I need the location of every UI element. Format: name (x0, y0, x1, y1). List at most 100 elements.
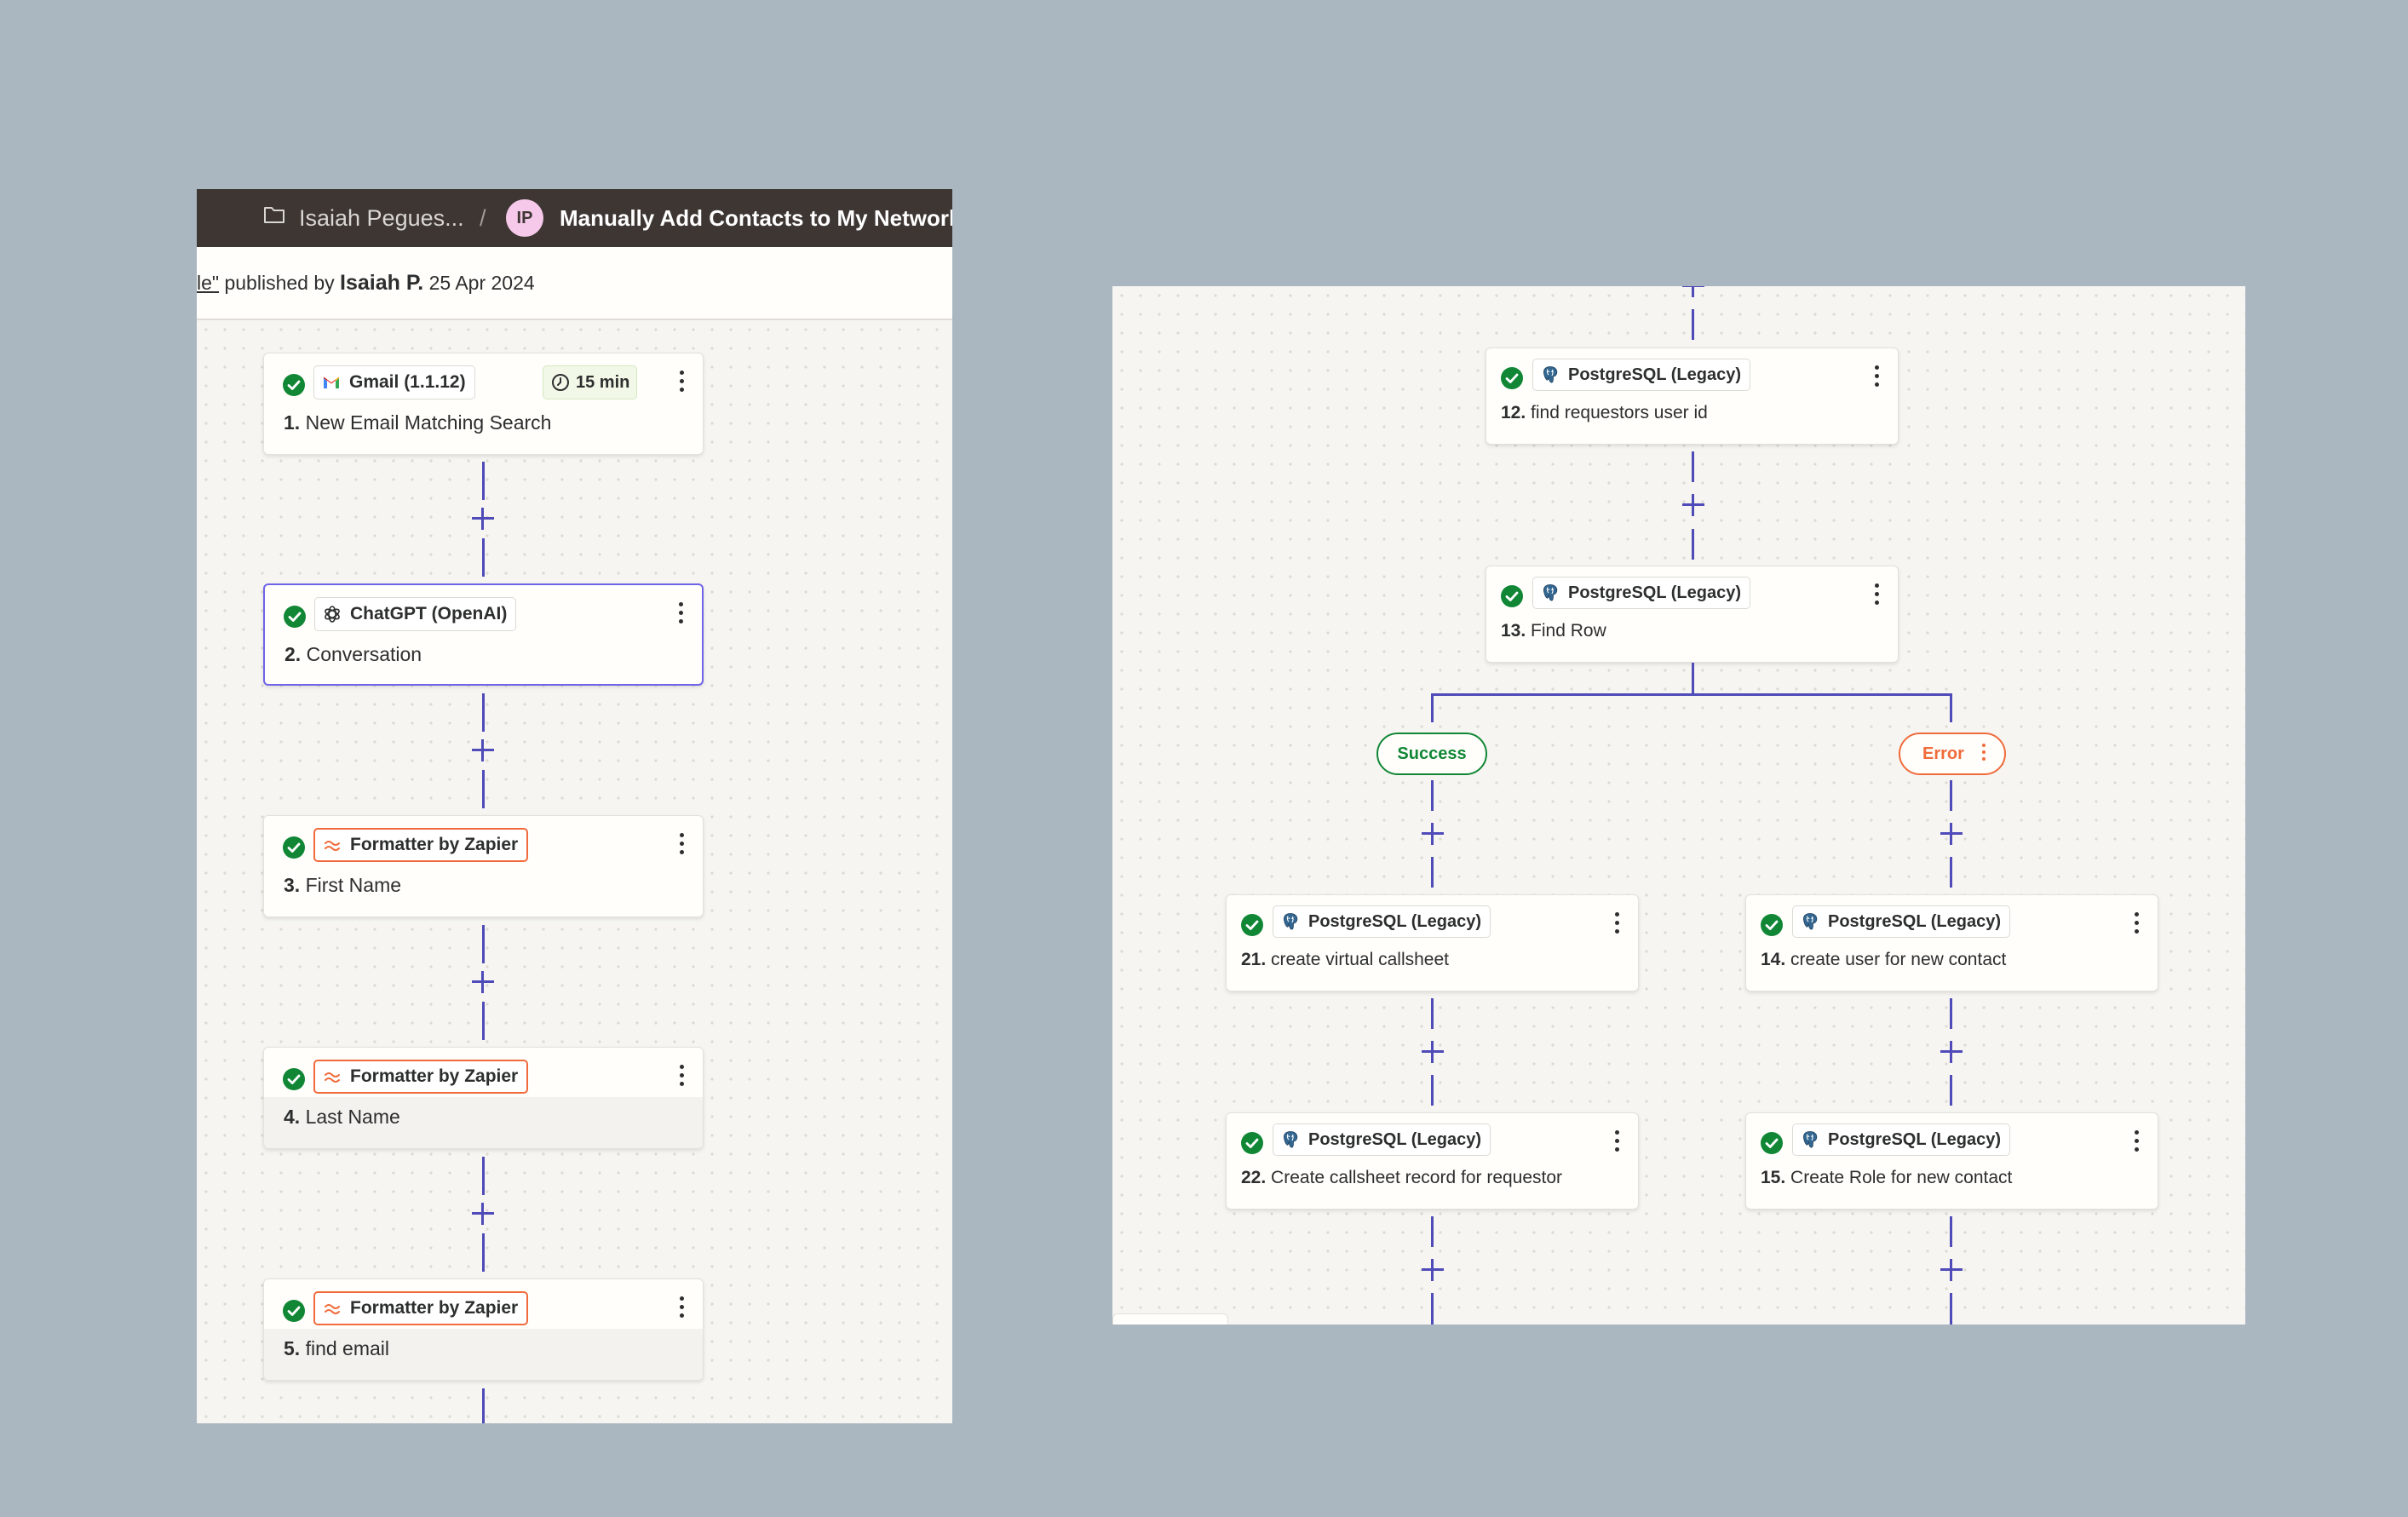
app-name: PostgreSQL (Legacy) (1828, 1129, 2002, 1149)
add-step-icon[interactable] (1682, 494, 1704, 516)
more-options-icon[interactable] (2132, 912, 2141, 938)
avatar[interactable]: IP (506, 199, 543, 237)
add-step-icon[interactable] (472, 1203, 494, 1225)
connector-line (1950, 693, 1952, 722)
step-title: 5. find email (284, 1337, 390, 1359)
app-name: PostgreSQL (Legacy) (1568, 583, 1742, 602)
publish-info-bar: le" published by Isaiah P. 25 Apr 2024 (197, 247, 952, 320)
formatter-icon (325, 841, 340, 851)
gmail-icon (324, 376, 339, 388)
more-options-icon[interactable] (1872, 365, 1881, 391)
step-card-13[interactable]: PostgreSQL (Legacy) 13. Find Row (1486, 566, 1899, 663)
more-options-icon[interactable] (676, 602, 685, 628)
add-step-icon[interactable] (1940, 823, 1963, 845)
formatter-icon (325, 1072, 340, 1083)
right-editor-panel: PostgreSQL (Legacy) 12. find requestors … (1112, 286, 2245, 1325)
add-step-icon[interactable] (1940, 1259, 1963, 1281)
connector-line (482, 1233, 485, 1272)
publish-date: 25 Apr 2024 (428, 272, 535, 294)
step-card-3[interactable]: Formatter by Zapier 3. First Name (263, 815, 704, 917)
add-step-icon[interactable] (472, 508, 494, 530)
left-editor-panel: Isaiah Pegues... / IP Manually Add Conta… (197, 189, 952, 1423)
success-check-icon (1761, 1132, 1783, 1154)
app-badge: PostgreSQL (Legacy) (1532, 577, 1751, 609)
postgresql-icon (1280, 911, 1301, 932)
more-options-icon[interactable] (1872, 583, 1881, 609)
step-card-4[interactable]: Formatter by Zapier 4. Last Name (263, 1047, 704, 1149)
postgresql-icon (1800, 911, 1820, 932)
step-title: 14. create user for new contact (1761, 950, 2007, 969)
more-options-icon[interactable] (1982, 744, 1986, 764)
success-check-icon (1501, 585, 1523, 607)
add-step-icon[interactable] (1422, 1041, 1444, 1063)
connector-line (1950, 1216, 1952, 1247)
more-options-icon[interactable] (2132, 1130, 2141, 1156)
editor-topbar: Isaiah Pegues... / IP Manually Add Conta… (197, 189, 952, 247)
app-name: PostgreSQL (Legacy) (1308, 911, 1482, 931)
app-name: PostgreSQL (Legacy) (1828, 911, 2002, 931)
add-step-icon[interactable] (1682, 286, 1704, 297)
app-name: ChatGPT (OpenAI) (350, 604, 508, 623)
step-card-12[interactable]: PostgreSQL (Legacy) 12. find requestors … (1486, 348, 1899, 445)
template-link[interactable]: le" (197, 272, 220, 294)
success-check-icon (283, 1300, 305, 1322)
postgresql-icon (1800, 1129, 1820, 1150)
step-title: 3. First Name (284, 874, 402, 896)
add-step-icon[interactable] (1422, 823, 1444, 845)
step-card-1[interactable]: Gmail (1.1.12) 15 min 1. New Email Match… (263, 353, 704, 455)
success-check-icon (1241, 914, 1263, 936)
connector-line (1692, 309, 1694, 340)
branch-error-label[interactable]: Error (1899, 733, 2006, 775)
more-options-icon[interactable] (677, 1065, 686, 1090)
connector-line (482, 462, 485, 500)
published-by-text: published by (224, 272, 335, 294)
success-check-icon (284, 606, 306, 628)
step-card-15[interactable]: PostgreSQL (Legacy) 15. Create Role for … (1745, 1112, 2158, 1210)
step-card-21[interactable]: PostgreSQL (Legacy) 21. create virtual c… (1226, 894, 1639, 991)
polling-interval-badge: 15 min (543, 365, 638, 399)
step-title: 4. Last Name (284, 1106, 400, 1128)
connector-line (1950, 998, 1952, 1029)
success-check-icon (283, 836, 305, 859)
app-badge: PostgreSQL (Legacy) (1273, 1123, 1491, 1156)
app-badge: ChatGPT (OpenAI) (314, 597, 517, 631)
connector-line (482, 1157, 485, 1195)
breadcrumb-separator: / (480, 205, 486, 231)
more-options-icon[interactable] (677, 371, 686, 396)
connector-line (1431, 1075, 1434, 1106)
success-check-icon (283, 1068, 305, 1090)
success-check-icon (283, 374, 305, 396)
connector-line (482, 1388, 485, 1423)
connector-line (1950, 780, 1952, 811)
connector-line (1431, 780, 1434, 811)
branch-success-label[interactable]: Success (1376, 733, 1487, 775)
canvas-control-stub[interactable] (1112, 1313, 1228, 1325)
app-name: Gmail (1.1.12) (349, 372, 466, 392)
more-options-icon[interactable] (677, 833, 686, 859)
more-options-icon[interactable] (1612, 912, 1621, 938)
more-options-icon[interactable] (677, 1296, 686, 1322)
connector-line (1692, 663, 1694, 695)
step-card-14[interactable]: PostgreSQL (Legacy) 14. create user for … (1745, 894, 2158, 991)
connector-line (1431, 1216, 1434, 1247)
polling-interval: 15 min (576, 372, 630, 392)
postgresql-icon (1540, 583, 1560, 603)
connector-line (1950, 857, 1952, 888)
connector-line (482, 538, 485, 577)
app-name: PostgreSQL (Legacy) (1568, 365, 1742, 384)
step-card-5[interactable]: Formatter by Zapier 5. find email (263, 1279, 704, 1381)
add-step-icon[interactable] (472, 739, 494, 761)
add-step-icon[interactable] (472, 971, 494, 993)
add-step-icon[interactable] (1422, 1259, 1444, 1281)
step-title: 15. Create Role for new contact (1761, 1168, 2013, 1187)
zap-title[interactable]: Manually Add Contacts to My Network (560, 205, 952, 231)
step-card-2[interactable]: ChatGPT (OpenAI) 2. Conversation (263, 583, 704, 686)
add-step-icon[interactable] (1940, 1041, 1963, 1063)
app-badge: Formatter by Zapier (313, 1291, 529, 1325)
breadcrumb-folder[interactable]: Isaiah Pegues... (299, 205, 464, 231)
connector-line (482, 693, 485, 732)
step-card-22[interactable]: PostgreSQL (Legacy) 22. Create callsheet… (1226, 1112, 1639, 1210)
more-options-icon[interactable] (1612, 1130, 1621, 1156)
folder-icon[interactable] (263, 205, 285, 224)
app-name: Formatter by Zapier (350, 1066, 519, 1086)
